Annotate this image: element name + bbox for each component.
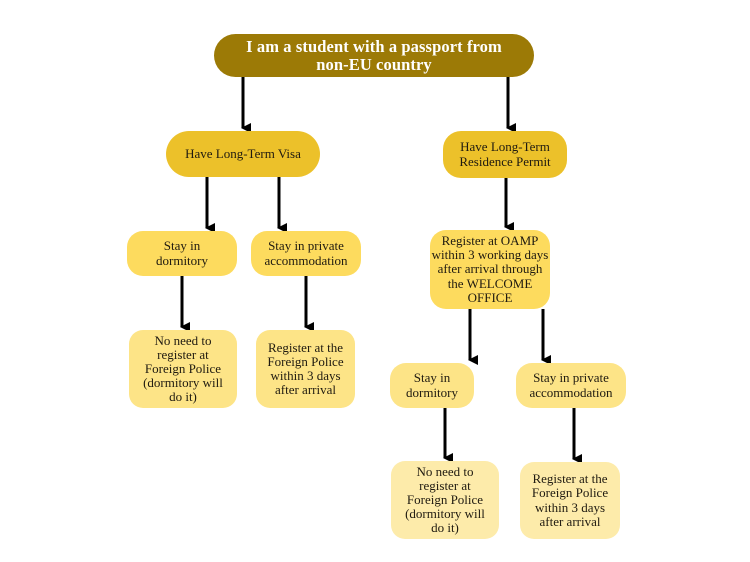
node-residence-stay-dormitory: Stay in dormitory xyxy=(390,363,474,408)
node-visa-stay-private: Stay in private accommodation xyxy=(251,231,361,276)
node-label: Have Long-Term Visa xyxy=(185,145,301,161)
node-label: Stay in private accommodation xyxy=(529,370,613,400)
node-label: No need to register at Foreign Police (d… xyxy=(143,332,223,405)
node-label: Register at the Foreign Police within 3 … xyxy=(267,339,344,398)
root-node-label: I am a student with a passport from non-… xyxy=(246,36,502,74)
node-label: Register at the Foreign Police within 3 … xyxy=(531,471,609,529)
node-residence-stay-private: Stay in private accommodation xyxy=(516,363,626,408)
node-visa-private-register-foreign-police: Register at the Foreign Police within 3 … xyxy=(256,330,355,408)
node-long-term-visa: Have Long-Term Visa xyxy=(166,131,320,177)
node-visa-dorm-no-registration: No need to register at Foreign Police (d… xyxy=(129,330,237,408)
node-label: Stay in private accommodation xyxy=(264,238,348,268)
node-label: Have Long-Term Residence Permit xyxy=(459,139,551,169)
node-label: Stay in dormitory xyxy=(406,370,458,400)
node-residence-dorm-no-registration: No need to register at Foreign Police (d… xyxy=(391,461,499,539)
node-residence-private-register-foreign-police: Register at the Foreign Police within 3 … xyxy=(520,462,620,539)
root-node-non-eu-student: I am a student with a passport from non-… xyxy=(214,34,534,77)
node-long-term-residence-permit: Have Long-Term Residence Permit xyxy=(443,131,567,178)
node-visa-stay-dormitory: Stay in dormitory xyxy=(127,231,237,276)
node-label: Stay in dormitory xyxy=(156,238,208,268)
node-label: Register at OAMP within 3 working days a… xyxy=(431,233,549,305)
node-label: No need to register at Foreign Police (d… xyxy=(405,463,485,536)
node-register-oamp: Register at OAMP within 3 working days a… xyxy=(430,230,550,309)
